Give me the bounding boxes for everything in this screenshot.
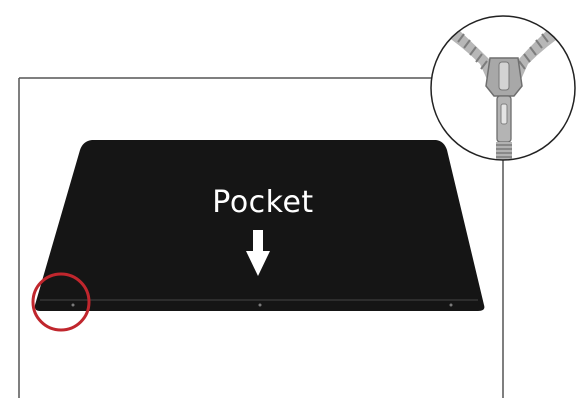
pocket-panel (34, 140, 485, 311)
zipper-icon (430, 15, 576, 161)
pocket-label: Pocket (212, 185, 314, 220)
highlight-circle (31, 272, 91, 332)
arrow-down-icon (246, 230, 270, 276)
frame-outline (18, 77, 504, 398)
